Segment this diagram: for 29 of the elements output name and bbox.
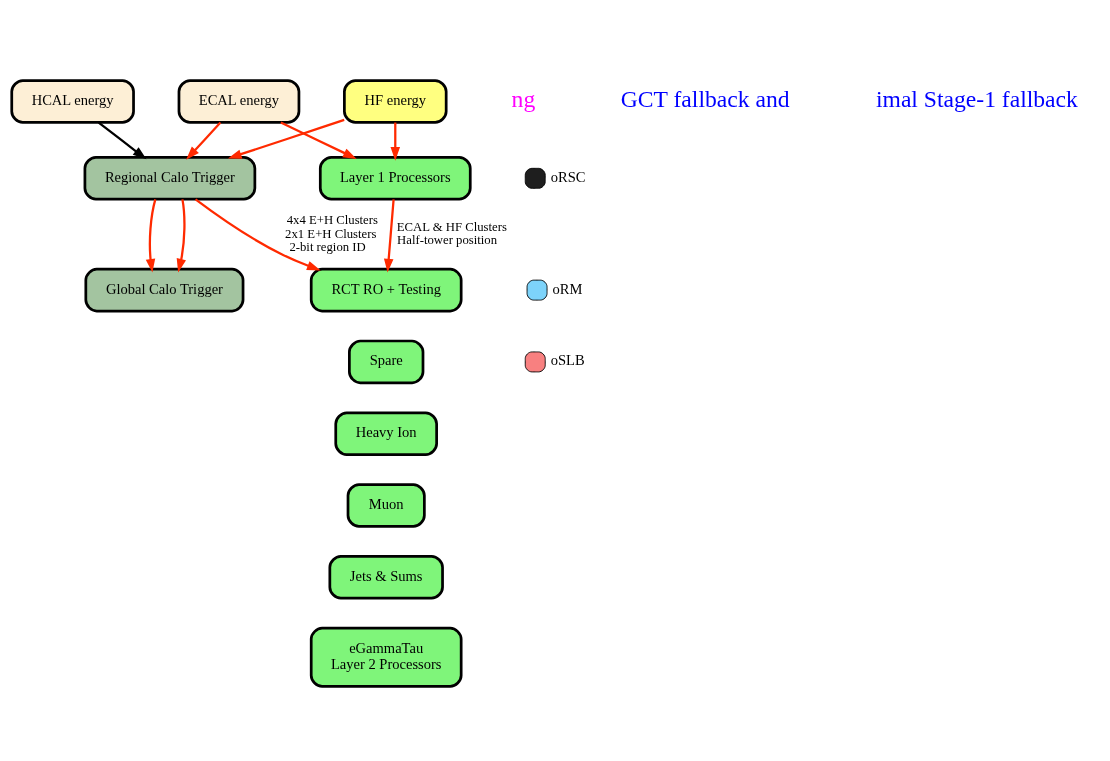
arrow — [280, 121, 357, 159]
arrow — [145, 198, 157, 273]
node-box: Jets & Sums — [328, 554, 444, 600]
node-box: Layer 1 Processors — [318, 155, 472, 201]
node-box: ECAL energy — [177, 78, 301, 124]
node-box: eGammaTau Layer 2 Processors — [309, 626, 463, 688]
node-box: Global Calo Trigger — [84, 267, 245, 312]
arrow — [98, 121, 147, 159]
node-box: RCT RO + Testing — [309, 267, 463, 312]
node-box: Muon — [346, 482, 426, 528]
node-box: HF energy — [343, 78, 448, 124]
arrow — [186, 121, 222, 160]
label: imal Stage-1 fallback — [875, 85, 1078, 112]
legend-label: oSLB — [550, 351, 585, 368]
node-box: HCAL energy — [10, 78, 135, 124]
node-box: Heavy Ion — [334, 410, 438, 456]
legend-label: oRM — [552, 280, 583, 297]
arrow — [176, 198, 186, 272]
arrow — [383, 198, 395, 273]
legend-label: oRSC — [550, 168, 586, 185]
label: ng — [511, 85, 536, 112]
label: GCT fallback and — [620, 85, 790, 112]
arrow — [194, 197, 321, 270]
edge-label: 4x4 E+H Clusters 2x1 E+H Clusters 2-bit region ID — [285, 212, 378, 254]
arrow — [390, 122, 401, 161]
node-box: Regional Calo Trigger — [83, 155, 257, 201]
arrow — [227, 118, 345, 159]
edge-label: ECAL & HF Clusters Half-tower position — [396, 219, 507, 247]
node-box: Spare — [348, 339, 425, 384]
